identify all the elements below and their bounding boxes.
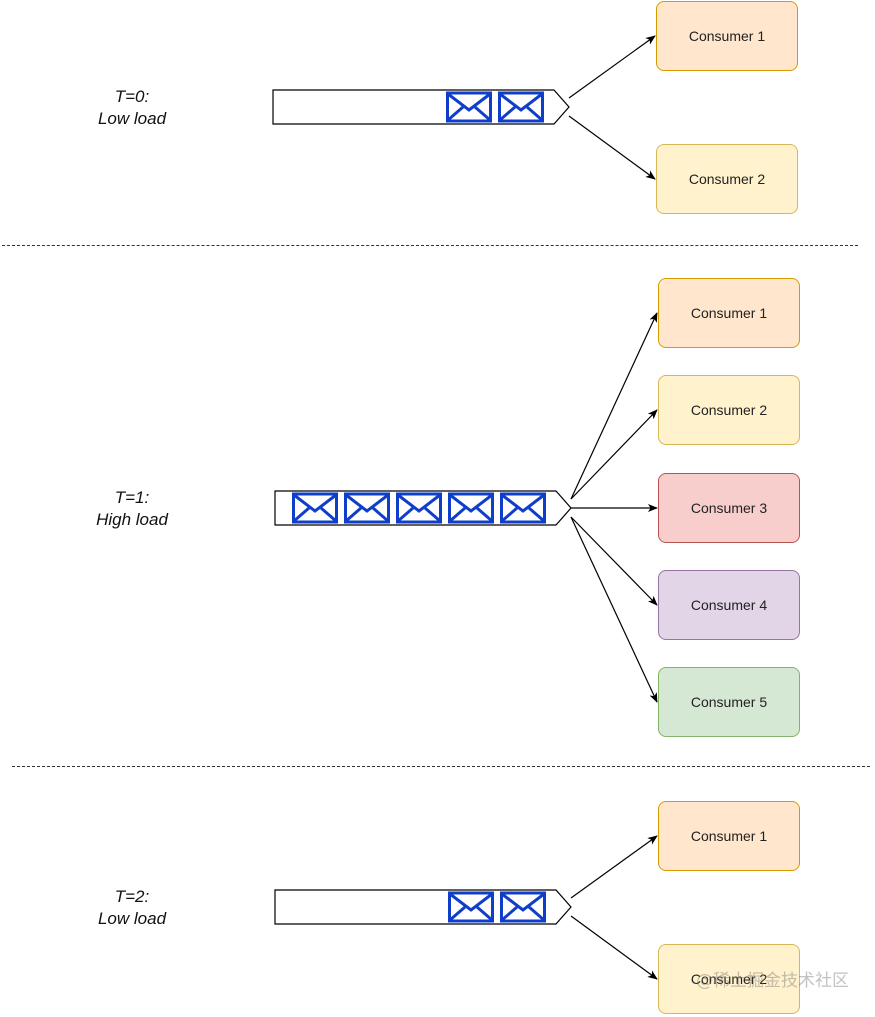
- section-1-label: T=1: High load: [42, 487, 222, 531]
- consumer-1-box: Consumer 1: [658, 278, 800, 348]
- consumer-label: Consumer 2: [690, 402, 768, 418]
- envelope-icon: [448, 891, 494, 923]
- connector-arrow: [568, 115, 656, 180]
- time-label: T=2:: [114, 887, 150, 906]
- watermark-text: @稀土掘金技术社区: [696, 971, 849, 991]
- section-2-label: T=2: Low load: [42, 886, 222, 930]
- connector-arrow: [568, 35, 656, 99]
- consumer-2-box: Consumer 2: [658, 375, 800, 445]
- connector-arrow: [570, 312, 658, 500]
- connector-arrow: [570, 516, 658, 703]
- consumer-label: Consumer 5: [690, 694, 768, 710]
- consumer-1-box: Consumer 1: [658, 801, 800, 871]
- connector-arrow: [570, 409, 658, 500]
- load-label: High load: [96, 510, 168, 529]
- section-0-label: T=0: Low load: [42, 86, 222, 130]
- time-label: T=1:: [114, 488, 150, 507]
- envelope-icon: [292, 492, 338, 524]
- consumer-5-box: Consumer 5: [658, 667, 800, 737]
- load-label: Low load: [97, 909, 167, 928]
- section-separator: [2, 245, 858, 246]
- consumer-label: Consumer 1: [690, 828, 768, 844]
- load-label: Low load: [97, 109, 167, 128]
- connector-arrow: [570, 516, 658, 606]
- consumer-2-box: Consumer 2: [658, 944, 800, 1014]
- envelope-icon: [498, 91, 544, 123]
- consumer-1-box: Consumer 1: [656, 1, 798, 71]
- connector-arrow: [570, 835, 658, 899]
- consumer-label: Consumer 2: [688, 171, 766, 187]
- message-queue: [272, 89, 570, 125]
- connector-arrow: [570, 915, 658, 980]
- consumer-label: Consumer 1: [688, 28, 766, 44]
- consumer-label: Consumer 2: [690, 971, 768, 987]
- consumer-2-box: Consumer 2: [656, 144, 798, 214]
- queue-body: [272, 89, 570, 125]
- consumer-label: Consumer 1: [690, 305, 768, 321]
- envelope-icon: [344, 492, 390, 524]
- consumer-label: Consumer 3: [690, 500, 768, 516]
- envelope-icon: [448, 492, 494, 524]
- consumer-4-box: Consumer 4: [658, 570, 800, 640]
- envelope-icon: [500, 492, 546, 524]
- section-separator: [12, 766, 870, 767]
- queue-body: [274, 889, 572, 925]
- consumer-3-box: Consumer 3: [658, 473, 800, 543]
- envelope-icon: [446, 91, 492, 123]
- consumer-label: Consumer 4: [690, 597, 768, 613]
- time-label: T=0:: [114, 87, 150, 106]
- message-queue: [274, 889, 572, 925]
- message-queue: [274, 490, 572, 526]
- envelope-icon: [500, 891, 546, 923]
- envelope-icon: [396, 492, 442, 524]
